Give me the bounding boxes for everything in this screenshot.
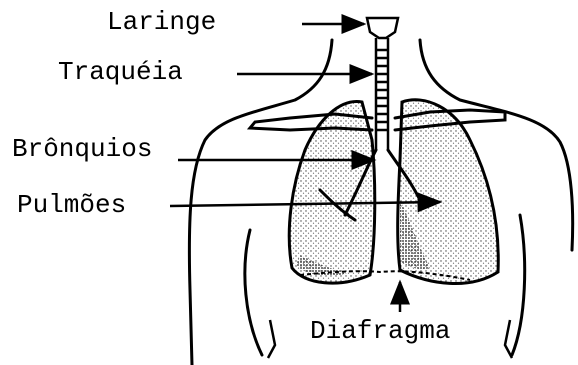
label-traqueia: Traquéia (58, 59, 183, 85)
label-diafragma: Diafragma (310, 318, 450, 344)
label-laringe: Laringe (107, 9, 216, 35)
label-bronquios: Brônquios (12, 136, 152, 162)
label-pulmoes: Pulmões (17, 192, 126, 218)
